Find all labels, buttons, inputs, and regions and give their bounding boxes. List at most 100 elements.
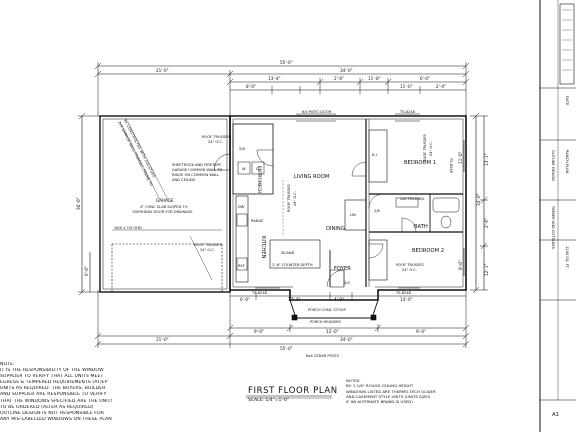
label-linen: LIN [350,213,356,217]
notes-line: EGRESS & TEMPERED REQUIREMENTS (AT/EP [0,380,108,386]
plan-scale: SCALE: 1/4"=1'-0" [248,398,290,403]
porch-header-label: PORCH HEADERS [310,320,342,324]
cedar-post-right [370,314,377,321]
bathtub-symbol [432,197,460,213]
label-dw: DW [238,205,245,209]
room-dining: DINING [326,226,345,232]
room-entry-mech: ENTRY/MECH [257,166,262,193]
notes-header: NOTE: [0,362,15,367]
title-block-row1: OUTLINE DESIGN [551,150,555,181]
rnotes-line: BY: 1 1/8" ROUGH CEILING HEIGHT [346,383,414,389]
foyer-closet [329,269,345,288]
title-block-row2: RANCH PLAN [565,150,569,174]
entry-mech-room [232,123,274,195]
room-bedroom1: BEDROOM 1 [404,160,436,166]
dim-top-seg-7: 2'-4" [436,84,446,89]
range-symbol [236,213,248,227]
label-door-26: 2/6 [374,209,380,213]
notes-line: OUTLINE DESIGN IS NOT RESPONSIBLE FOR [0,410,105,416]
notes-line: TO BE ORDERED (ALTER AS REQUIRED) [0,404,94,410]
label-patio-door: 6/0 PATIO DOOR [302,110,332,114]
roof-trusses-1b: 24" O.C. [208,140,223,144]
dryer-symbol [251,161,265,175]
notes-line: IT IS THE RESPONSIBILITY OF THE WINDOW [0,368,104,374]
roof-trusses-2: ROOF TRUSSES [194,243,223,247]
room-garage: GARAGE [156,198,174,203]
dim-top-seg-5: 8'-0" [246,84,256,89]
dim-bottom-seg-2: 17'-0" [288,297,301,302]
dim-top-seg-3: 11'-8" [368,76,381,81]
dim-bottom-seg-4: 14'-0" [400,297,413,302]
rnotes-line: WINDOWS LISTED ARE THERMO-TECH GLIDER [346,388,436,394]
room-living: LIVING ROOM [294,174,329,180]
dim-bottom-seg-3: 4'-0" [334,297,344,302]
roof-trusses-2b: 24" O.C. [200,248,215,252]
closet-bedroom1 [368,129,388,183]
dim-top-seg-6: 11'-0" [400,84,413,89]
sheetrock-note-4: AND CEILING [172,178,196,182]
dim-top-seg-4: 6'-0" [420,76,430,81]
fridge-symbol [236,257,248,271]
framing-2x6-label: 2x6 FRAMING [400,197,425,201]
dim-right-seg-1: 13'-1" [484,153,489,166]
garage-framing-note-2: BE CONSTRUCTED WITH 2x6 STUDS [123,119,156,179]
room-bedroom2: BEDROOM 2 [412,248,444,254]
label-washer: W [242,167,246,171]
dim-bottom-overall: 55'-0" [280,346,293,351]
dim-bedroom1: 11'-0" [458,151,463,164]
notes-line: SUPPLIER TO VERIFY THAT ALL UNITS MEET [0,374,104,380]
window-notes: NOTE: IT IS THE RESPONSIBILITY OF THE WI… [0,362,112,423]
title-block-row4: 1200 SQ. FT. [565,246,569,269]
garage-door-swing [213,153,231,171]
label-window-bed2: TS-8248 [395,291,412,295]
label-window-bed1: TS-8248 [449,157,453,174]
linen-closet [344,199,367,231]
overhead-door-label: 16/0 x 7/0 OHD [114,226,142,230]
notes-line: AND SUPPLIER ARE RESPONSIBLE TO VERIFY [0,392,107,398]
cedar-post-left [291,314,298,321]
dim-top-seg-2: 2'-6" [334,76,344,81]
cedar-posts-note: 6x6 CEDAR POSTS [306,354,340,358]
dim-right-seg-2: 12'-1" [484,263,489,276]
dim-bottom-right: 34'-0" [340,337,353,342]
dim-bottom-porch-2: 12'-0" [326,329,339,334]
sheetrock-note-2: GARAGE COMMON WALL TO [172,168,223,172]
room-foyer: FOYER [334,266,351,272]
notes-line: THAT THE WINDOWS SPECIFIED ARE THE UNITS [0,398,112,404]
washer-symbol [237,161,251,175]
title-block-date: DATE [565,96,569,106]
sheetrock-note-3: RIDGE ON COMMON WALL [172,173,219,177]
dim-top-left: 21'-0" [156,68,169,73]
porch-slab-label: PORCH CONC STOOP [308,308,346,312]
dim-right-overall: 34'-0" [476,193,481,206]
rnotes-header: NOTES: [346,378,361,383]
garage-inner-wall [102,118,228,290]
dim-left-overall: 30'-0" [76,197,81,210]
roof-trusses-4: ROOF TRUSSES [423,133,427,162]
label-dryer: D [256,167,259,171]
dim-left-seg: 6'-0" [84,266,89,276]
notes-line: ANY MIS-LABELLED WINDOWS ON THESE PLANS [0,416,112,422]
title-block-sheet: A1 [552,412,559,418]
label-door-28: 2/8 [239,147,245,151]
room-kitchen: KITCHEN [260,236,266,259]
dim-bottom-porch-3: 9'-0" [416,329,426,334]
title-block-row3: TIMBER AND COTTAGES [551,205,555,250]
rnotes-line: AND CASEMENT STYLE UNITS (UNITS SIZES [346,393,431,399]
room-island: ISLAND [281,251,295,255]
plan-title: FIRST FLOOR PLAN [248,386,338,396]
vanity-symbol [395,197,419,208]
garage-framing-note-1: 2x4 GARAGE WALL FRAMING, FRAME TO [117,121,153,187]
rnotes-line: IF AN ALTERNATE BRAND IS USED) [346,399,413,405]
dim-bedroom2: 9'-0" [458,260,463,270]
label-ref: REF [238,264,245,268]
general-notes: NOTES: BY: 1 1/8" ROUGH CEILING HEIGHT W… [346,378,496,404]
closet-bedroom2 [368,239,388,281]
notes-line: UNITS AS REQUIRED. THE BUYERS, BUILDER [0,386,106,392]
label-door-30: 3/0 [344,281,350,285]
dim-top-overall: 55'-0" [280,60,293,65]
roof-trusses-3: ROOF TRUSSES [287,183,291,212]
title-block-logo [559,3,575,85]
